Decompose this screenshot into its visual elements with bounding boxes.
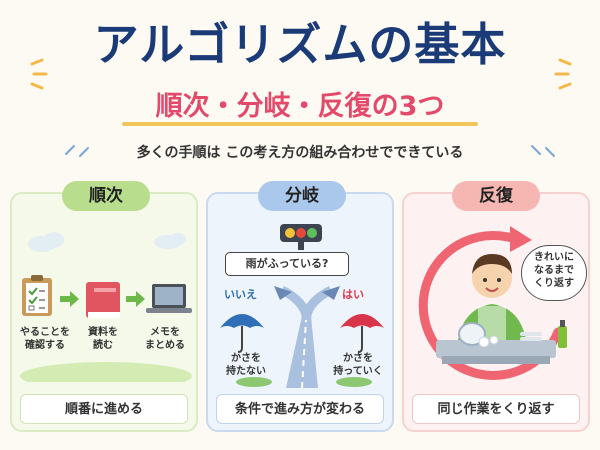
sequence-step-2: 資料を 読む xyxy=(88,327,118,351)
page-title: アルゴリズムの基本 xyxy=(93,18,507,71)
arrow-right-icon xyxy=(60,291,79,307)
dash-right-icon xyxy=(531,145,555,157)
clipboard-icon xyxy=(22,275,52,316)
branch-yes-action: かさを 持っていく xyxy=(333,353,383,377)
laptop-icon xyxy=(146,284,192,313)
person-washing-dishes-icon xyxy=(436,254,567,364)
sparkle-left-icon xyxy=(30,58,48,90)
arrow-right-icon xyxy=(126,291,145,307)
sequence-illustration xyxy=(20,275,192,382)
branch-illustration xyxy=(220,286,384,388)
repeat-heading: 反復 xyxy=(452,181,540,211)
sequence-step-3: メモを まとめる xyxy=(145,327,185,351)
sequence-heading: 順次 xyxy=(62,181,150,211)
book-icon xyxy=(86,282,120,318)
repeat-speech-bubble: きれいに なるまで くり返す xyxy=(521,245,587,301)
cloud-icon xyxy=(28,232,186,252)
blue-umbrella-icon xyxy=(220,314,264,353)
sequence-footer: 順番に進める xyxy=(20,394,188,424)
branch-no-label: いいえ xyxy=(224,288,257,301)
subtitle-underline xyxy=(122,122,478,126)
tagline: 多くの手順は この考え方の組み合わせでできている xyxy=(136,145,464,161)
traffic-light-icon xyxy=(280,224,322,250)
branch-no-action: かさを 持たない xyxy=(226,353,266,377)
dash-left-icon xyxy=(65,145,89,157)
red-umbrella-icon xyxy=(340,314,384,353)
repeat-footer: 同じ作業をくり返す xyxy=(412,394,580,424)
sparkle-right-icon xyxy=(554,58,572,90)
condition-bubble: 雨がふっている? xyxy=(225,252,349,276)
branch-footer: 条件で進み方が変わる xyxy=(216,394,384,424)
repeat-illustration xyxy=(418,226,567,380)
branch-yes-label: はい xyxy=(342,288,364,301)
sequence-step-1: やることを 確認する xyxy=(20,327,70,351)
page-subtitle: 順次・分岐・反復の3つ xyxy=(155,91,445,122)
branch-heading: 分岐 xyxy=(258,181,346,211)
cycle-arrow-icon xyxy=(510,226,532,252)
